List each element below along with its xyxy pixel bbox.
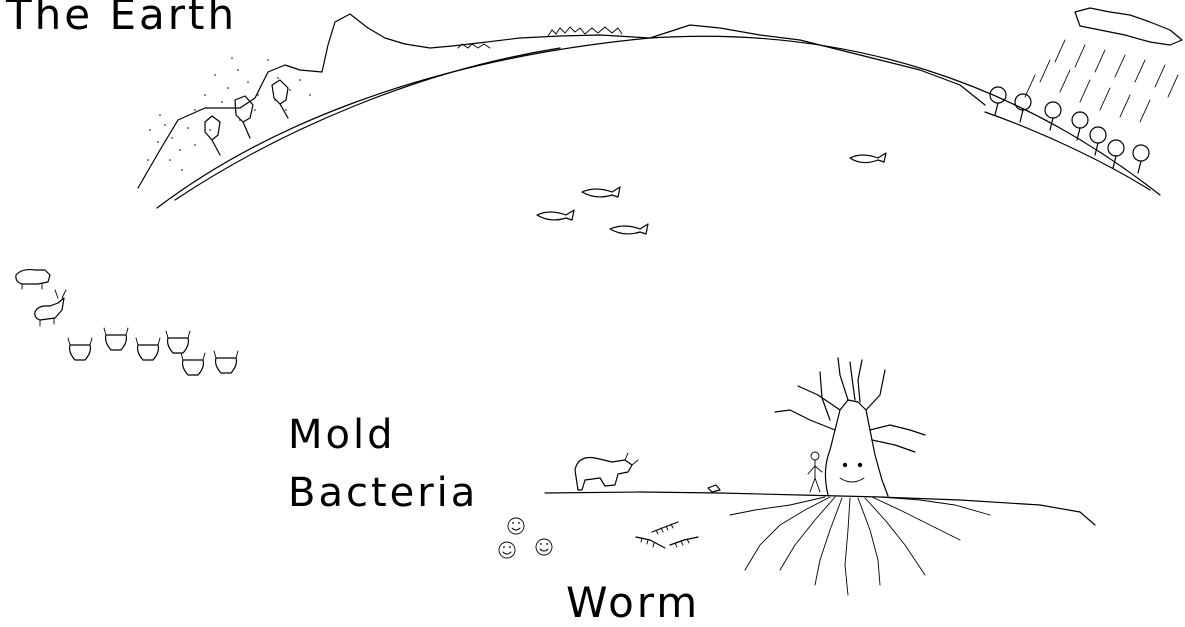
worm-label: Worm: [566, 578, 700, 627]
tree-roots: [730, 497, 990, 595]
title-label: The Earth: [6, 0, 237, 39]
fish-1: [850, 153, 886, 163]
rain-cloud: [1075, 8, 1182, 45]
person-by-tree: [808, 452, 822, 492]
fish-2: [582, 187, 620, 197]
pig: [16, 270, 50, 289]
yak-herd: [68, 328, 238, 375]
bull: [575, 453, 638, 490]
fish-4: [610, 224, 648, 234]
small-stone: [708, 485, 720, 492]
rain-streaks: [1025, 40, 1178, 122]
goat: [35, 290, 66, 326]
mold-label: Mold: [288, 412, 396, 458]
tree-face: [840, 463, 864, 482]
earth-ground-arc: [157, 36, 1160, 208]
bacteria-faces: [499, 518, 552, 558]
worms: [636, 522, 698, 548]
right-trees: [990, 87, 1149, 173]
bottom-ground: [545, 492, 1095, 525]
tree-trunk: [775, 358, 925, 496]
bacteria-label: Bacteria: [288, 470, 478, 516]
left-trees: [205, 80, 288, 155]
fish-3: [537, 210, 574, 220]
